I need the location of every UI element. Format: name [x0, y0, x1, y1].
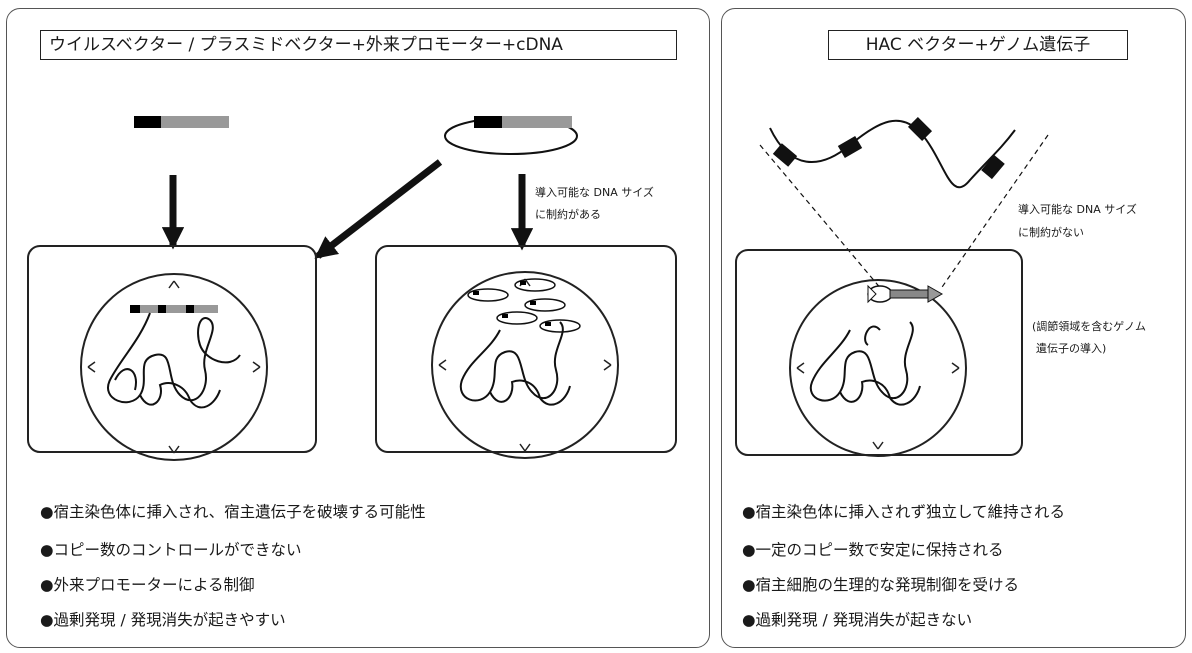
right-note-line1: 導入可能な DNA サイズ: [1018, 203, 1137, 216]
left-bullet-2: ●コピー数のコントロールができない: [40, 541, 302, 559]
left-note-line2: に制約がある: [535, 208, 601, 221]
right-bullet-1: ●宿主染色体に挿入されず独立して維持される: [742, 503, 1066, 521]
right-note-line2: に制約がない: [1018, 226, 1084, 239]
plasmid-vector: [444, 116, 578, 155]
cell-hac: [735, 249, 1023, 457]
left-bullet-1: ●宿主染色体に挿入され、宿主遺伝子を破壊する可能性: [40, 503, 426, 521]
left-panel-title: ウイルスベクター / プラスミドベクター+外来プロモーター+cDNA: [40, 30, 677, 60]
right-bullet-2: ●一定のコピー数で安定に保持される: [742, 541, 1004, 559]
left-note-line1: 導入可能な DNA サイズ: [535, 186, 654, 199]
arrow-diagonal: [314, 159, 443, 259]
hac-chromosome: [759, 116, 1049, 291]
right-bullet-3: ●宿主細胞の生理的な発現制御を受ける: [742, 576, 1020, 594]
right-annotation-line2: 遺伝子の導入): [1036, 342, 1107, 355]
arrows: [161, 159, 534, 259]
cell-episomal-plasmids: [375, 245, 677, 459]
left-bullet-3: ●外来プロモーターによる制御: [40, 576, 255, 594]
left-panel: [6, 8, 710, 648]
right-panel-title: HAC ベクター+ゲノム遺伝子: [828, 30, 1128, 60]
cell-integrated: [27, 245, 317, 461]
right-annotation-line1: (調節領域を含むゲノム: [1032, 320, 1146, 333]
right-panel: [721, 8, 1186, 648]
linear-vector: [134, 116, 229, 128]
right-bullet-4: ●過剰発現 / 発現消失が起きない: [742, 611, 973, 629]
left-bullet-4: ●過剰発現 / 発現消失が起きやすい: [40, 611, 286, 629]
